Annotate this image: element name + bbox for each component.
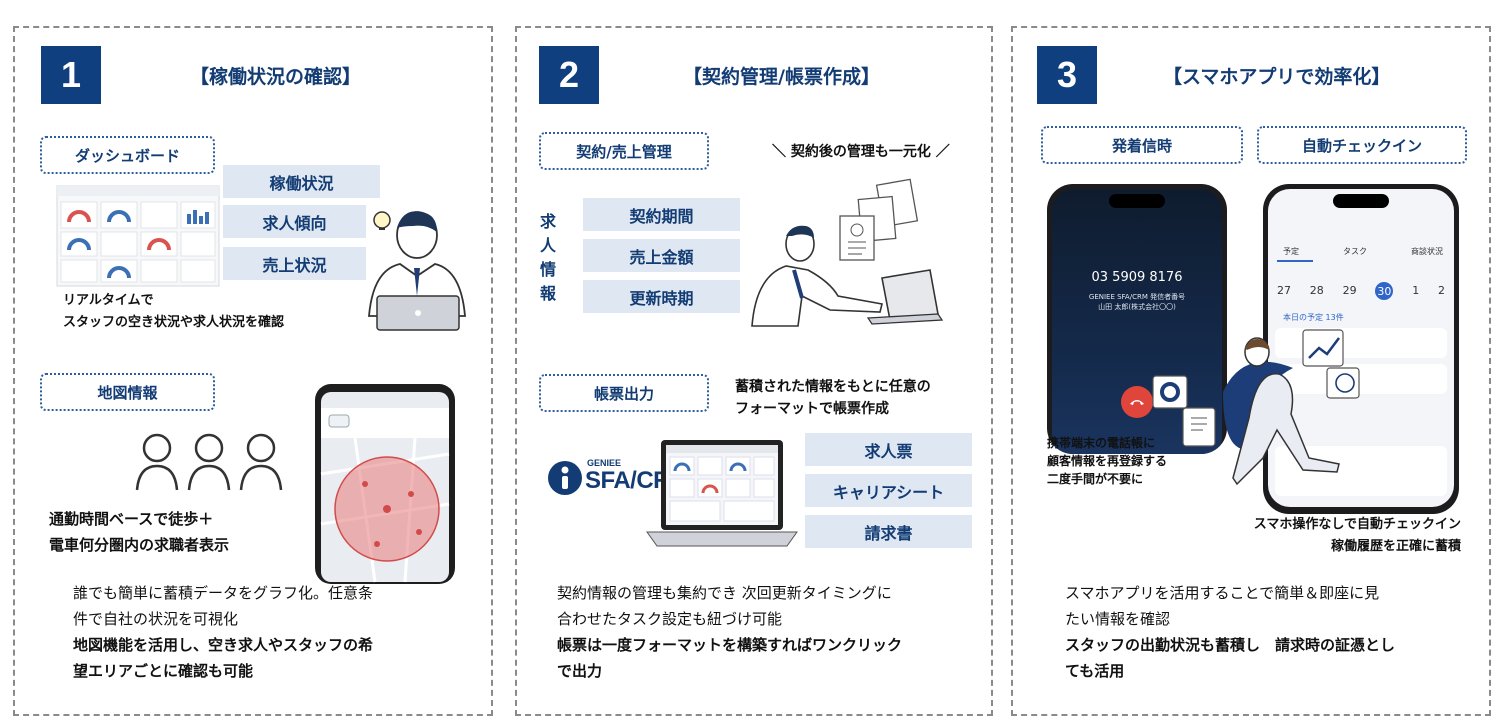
job-info-vertical-label: 求 人 情 報 bbox=[539, 212, 556, 303]
day-cell-selected[interactable]: 30 bbox=[1375, 282, 1394, 300]
people-icons bbox=[135, 433, 283, 491]
map-info-tag: 地図情報 bbox=[40, 373, 215, 411]
chip-sales-amount: 売上金額 bbox=[583, 239, 740, 272]
panel-title: 【稼働状況の確認】 bbox=[190, 66, 362, 88]
chip-job-trend: 求人傾向 bbox=[223, 205, 366, 238]
contract-sales-tag: 契約/売上管理 bbox=[539, 132, 709, 170]
tab-deal-status[interactable]: 商談状況 bbox=[1411, 247, 1443, 256]
incoming-call-tag: 発着信時 bbox=[1041, 126, 1243, 164]
chip-job-posting: 求人票 bbox=[805, 433, 972, 466]
caller-phone-number: 03 5909 8176 bbox=[1091, 270, 1183, 285]
laptop-dashboard-screenshot bbox=[646, 440, 798, 547]
step-number-badge: 1 bbox=[41, 46, 101, 104]
auto-checkin-tag: 自動チェックイン bbox=[1257, 126, 1467, 164]
calendar-days: 27 28 29 30 1 2 bbox=[1277, 282, 1445, 300]
day-cell[interactable]: 1 bbox=[1412, 284, 1420, 297]
tab-task[interactable]: タスク bbox=[1343, 247, 1367, 256]
caller-line-1: GENIEE SFA/CRM 発信者番号 bbox=[1088, 293, 1186, 301]
panel-description: 誰でも簡単に蓄積データをグラフ化。任意条 件で自社の状況を可視化 地図機能を活用… bbox=[73, 584, 374, 680]
unified-note: ＼ 契約後の管理も一元化 ／ bbox=[772, 144, 950, 160]
checkin-caption: スマホ操作なしで自動チェックイン 稼働履歴を正確に蓄積 bbox=[1253, 517, 1461, 554]
map-phone-screenshot bbox=[315, 384, 455, 584]
day-cell[interactable]: 2 bbox=[1437, 284, 1445, 297]
chip-invoice: 請求書 bbox=[805, 515, 972, 548]
man-with-documents-illustration bbox=[751, 178, 944, 327]
realtime-caption: リアルタイムで スタッフの空き状況や求人状況を確認 bbox=[63, 293, 285, 330]
dashboard-screenshot bbox=[56, 185, 220, 287]
day-cell[interactable]: 27 bbox=[1277, 284, 1291, 297]
day-cell[interactable]: 29 bbox=[1342, 284, 1357, 297]
commute-caption: 通勤時間ベースで徒歩＋ 電車何分圏内の求職者表示 bbox=[49, 510, 230, 554]
panel-title: 【契約管理/帳票作成】 bbox=[683, 66, 880, 88]
call-phone-screenshot: 03 5909 8176 GENIEE SFA/CRM 発信者番号 山田 太郎(… bbox=[1047, 184, 1227, 454]
geniee-logo-small: GENIEE bbox=[587, 458, 622, 468]
chip-contract-period: 契約期間 bbox=[583, 198, 740, 231]
geniee-logo-mark bbox=[548, 461, 582, 495]
chip-career-sheet: キャリアシート bbox=[805, 474, 972, 507]
calendar-tabs: 予定 タスク 商談状況 bbox=[1283, 246, 1443, 257]
decline-call-button[interactable] bbox=[1121, 386, 1153, 418]
phone-hangup-icon bbox=[1130, 400, 1144, 405]
day-cell[interactable]: 28 bbox=[1309, 284, 1324, 297]
step-number-badge: 2 bbox=[539, 46, 599, 104]
panel-operation-status: 1 【稼働状況の確認】 ダッシュボード 稼働状況 求人傾向 売上状況 bbox=[13, 26, 493, 716]
running-businessman-illustration bbox=[1152, 329, 1360, 486]
chip-renewal-date: 更新時期 bbox=[583, 280, 740, 313]
panel-description: 契約情報の管理も集約でき 次回更新タイミングに 合わせたタスク設定も紐づけ可能 … bbox=[557, 584, 903, 680]
chip-sales: 売上状況 bbox=[223, 247, 366, 280]
caller-line-2: 山田 太郎(株式会社〇〇) bbox=[1098, 303, 1176, 311]
chip-operation: 稼働状況 bbox=[223, 165, 380, 198]
panel-description: スマホアプリを活用することで簡単＆即座に見 たい情報を確認 スタッフの出勤状況も… bbox=[1065, 584, 1396, 680]
call-caption: 携帯端末の電話帳に 顧客情報を再登録する 二度手間が不要に bbox=[1047, 436, 1168, 486]
tab-schedule[interactable]: 予定 bbox=[1283, 247, 1299, 256]
panel-contract-management: 2 【契約管理/帳票作成】 契約/売上管理 ＼ 契約後の管理も一元化 ／ 求 人… bbox=[515, 26, 993, 716]
step-number-badge: 3 bbox=[1037, 46, 1097, 104]
panel-title: 【スマホアプリで効率化】 bbox=[1163, 66, 1391, 88]
today-schedule-label[interactable]: 本日の予定 13件 bbox=[1283, 313, 1344, 322]
businessman-laptop-illustration bbox=[368, 211, 466, 331]
form-output-tag: 帳票出力 bbox=[539, 374, 709, 412]
panel-smartphone-app: 3 【スマホアプリで効率化】 発着信時 自動チェックイン 03 5909 817… bbox=[1011, 26, 1491, 716]
output-caption: 蓄積された情報をもとに任意の フォーマットで帳票作成 bbox=[735, 379, 931, 417]
dashboard-tag: ダッシュボード bbox=[40, 136, 215, 174]
